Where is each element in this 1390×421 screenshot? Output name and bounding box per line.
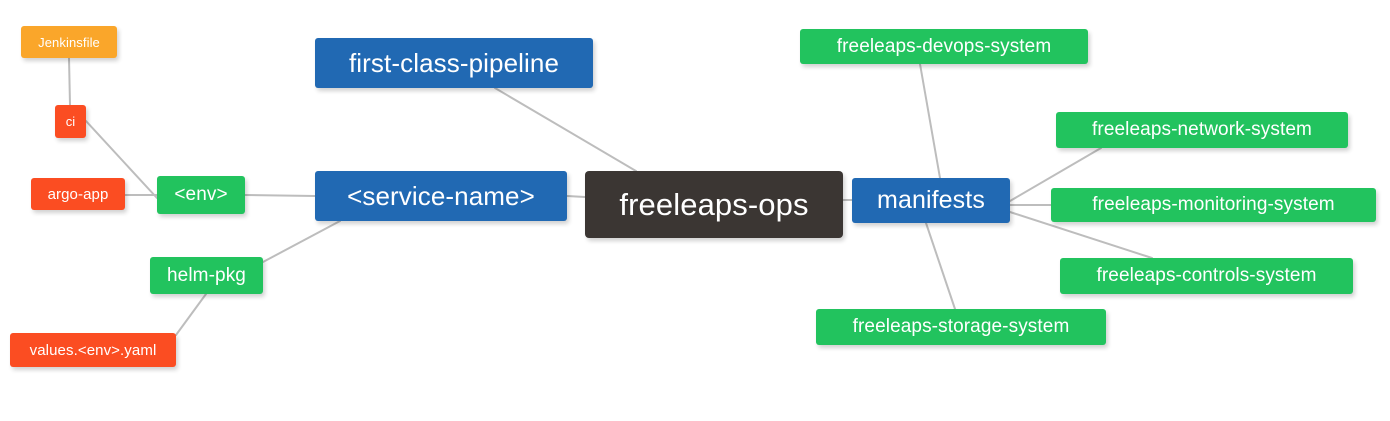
- mindmap-node-label: values.<env>.yaml: [29, 341, 157, 359]
- mindmap-node-devops-system[interactable]: freeleaps-devops-system: [800, 29, 1088, 64]
- mindmap-node-label: Jenkinsfile: [38, 34, 100, 50]
- mindmap-node-label: first-class-pipeline: [348, 47, 560, 78]
- mindmap-node-label: freeleaps-storage-system: [852, 316, 1070, 337]
- edge-values-yaml-to-helm-pkg: [175, 293, 207, 336]
- mindmap-node-helm-pkg[interactable]: helm-pkg: [150, 257, 263, 294]
- mindmap-node-values-yaml[interactable]: values.<env>.yaml: [10, 333, 176, 367]
- edge-ci-to-env: [85, 120, 158, 199]
- edge-service-name-to-freeleaps-ops: [566, 195, 586, 198]
- edge-manifests-to-network-system: [1009, 147, 1102, 202]
- mindmap-node-argo-app[interactable]: argo-app: [31, 178, 125, 210]
- mindmap-node-label: <env>: [174, 184, 228, 205]
- edge-manifests-to-devops-system: [919, 63, 941, 179]
- mindmap-node-label: freeleaps-network-system: [1092, 119, 1312, 140]
- mindmap-node-freeleaps-ops[interactable]: freeleaps-ops: [585, 171, 843, 238]
- mindmap-node-network-system[interactable]: freeleaps-network-system: [1056, 112, 1348, 148]
- mindmap-node-label: argo-app: [47, 185, 109, 203]
- mindmap-node-label: freeleaps-ops: [619, 186, 809, 222]
- edge-jenkinsfile-to-ci: [68, 57, 71, 106]
- mindmap-node-env[interactable]: <env>: [157, 176, 245, 214]
- mindmap-node-label: freeleaps-controls-system: [1096, 265, 1317, 286]
- mindmap-node-storage-system[interactable]: freeleaps-storage-system: [816, 309, 1106, 345]
- mindmap-node-manifests[interactable]: manifests: [852, 178, 1010, 223]
- mindmap-node-label: helm-pkg: [167, 264, 246, 286]
- edge-manifests-to-controls-system: [1009, 211, 1153, 259]
- edge-manifests-to-storage-system: [925, 222, 956, 310]
- mindmap-node-label: ci: [65, 114, 76, 129]
- mindmap-node-first-class-pipeline[interactable]: first-class-pipeline: [315, 38, 593, 88]
- mindmap-node-monitoring-system[interactable]: freeleaps-monitoring-system: [1051, 188, 1376, 222]
- edge-first-class-pipeline-to-freeleaps-ops: [494, 87, 637, 172]
- mindmap-node-label: freeleaps-devops-system: [836, 35, 1052, 57]
- mindmap-node-service-name[interactable]: <service-name>: [315, 171, 567, 221]
- mindmap-node-label: freeleaps-monitoring-system: [1092, 194, 1335, 215]
- edge-env-to-service-name: [244, 194, 316, 197]
- mindmap-node-label: <service-name>: [347, 180, 535, 211]
- mindmap-node-label: manifests: [877, 186, 985, 214]
- mindmap-node-jenkinsfile[interactable]: Jenkinsfile: [21, 26, 117, 58]
- edge-helm-pkg-to-service-name: [262, 220, 341, 263]
- mindmap-node-controls-system[interactable]: freeleaps-controls-system: [1060, 258, 1353, 294]
- mindmap-node-ci[interactable]: ci: [55, 105, 86, 138]
